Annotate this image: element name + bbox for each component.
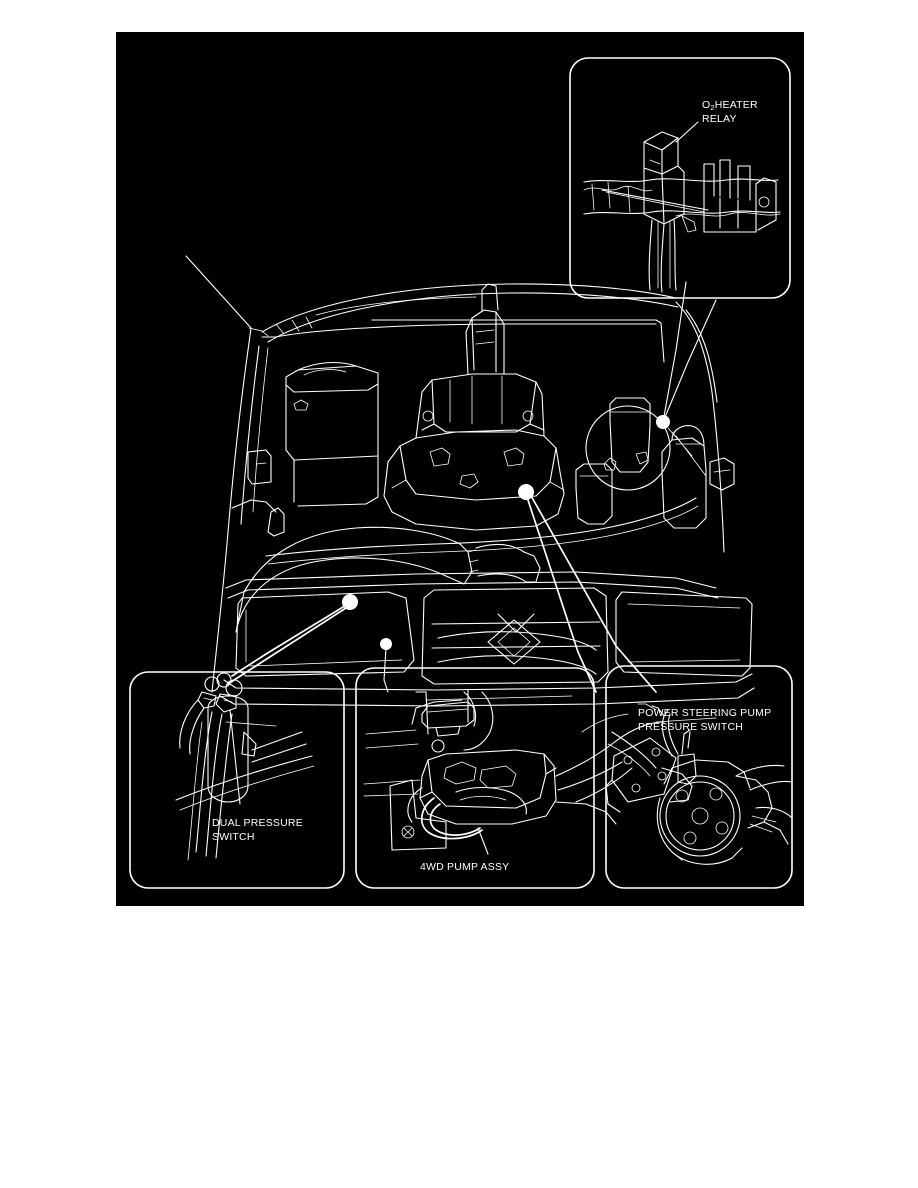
inset-o2-heater-relay-label-line2: RELAY — [702, 113, 737, 125]
inset-o2-heater-relay-border — [569, 57, 791, 299]
inset-power-steering-pump-pressure-switch-border — [605, 665, 793, 889]
inset-dual-pressure-switch-label-line1: DUAL PRESSURE — [212, 817, 303, 829]
vehicle-front-illustration — [185, 255, 755, 727]
inset-dual-pressure-switch-label-line2: SWITCH — [212, 831, 255, 843]
inset-power-steering-pump-pressure-switch-art — [605, 703, 793, 865]
figure-canvas — [116, 32, 804, 906]
inset-4wd-pump-assy-art — [363, 689, 665, 855]
callout-dot-dual-pressure-switch — [342, 594, 358, 610]
figure-artwork: .ln { fill:none; stroke:#ffffff; stroke-… — [116, 32, 804, 906]
inset-dual-pressure-switch-border — [129, 671, 345, 889]
inset-o2-heater-relay-label-line1: O2HEATER — [702, 99, 758, 112]
inset-power-steering-label-line2: PRESSURE SWITCH — [638, 721, 743, 733]
inset-power-steering-label-line1: POWER STEERING PUMP — [638, 707, 771, 719]
inset-power-steering-pump-pressure-switch: POWER STEERING PUMP PRESSURE SWITCH — [605, 665, 793, 889]
component-location-figure: .ln { fill:none; stroke:#ffffff; stroke-… — [116, 32, 804, 906]
inset-dual-pressure-switch-art — [175, 672, 315, 861]
inset-o2-heater-relay-art — [583, 121, 781, 293]
inset-dual-pressure-switch: DUAL PRESSURE SWITCH — [129, 671, 345, 889]
inset-o2-heater-relay: O2HEATER RELAY — [569, 57, 791, 299]
inset-4wd-pump-assy-border — [355, 667, 595, 889]
inset-4wd-pump-assy: 4WD PUMP ASSY — [355, 667, 665, 889]
callout-dot-4wd-pump — [518, 484, 534, 500]
callout-dot-pump-lower — [380, 638, 392, 650]
inset-4wd-pump-assy-label: 4WD PUMP ASSY — [420, 861, 509, 873]
